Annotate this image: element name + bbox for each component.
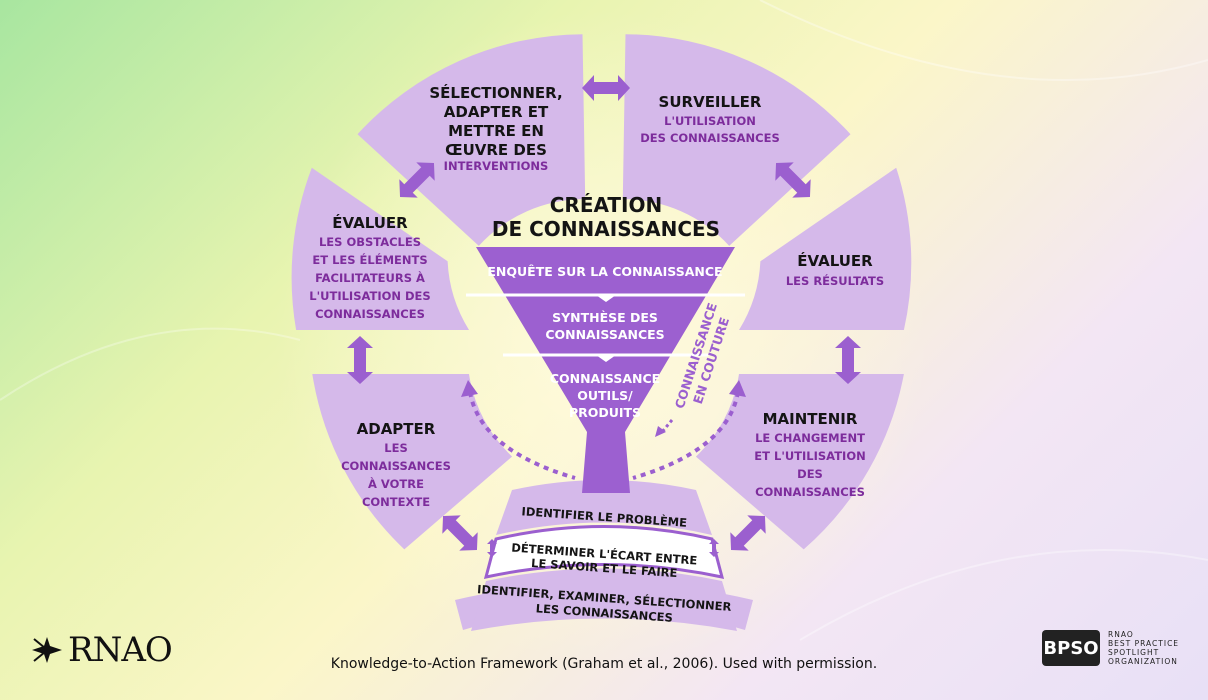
subtext-line: LES bbox=[384, 441, 407, 455]
funnel-level-label: OUTILS/ bbox=[577, 388, 633, 403]
subtext-line: LES RÉSULTATS bbox=[786, 273, 884, 288]
dotted-arc-left bbox=[468, 391, 576, 480]
subtext-line: DES CONNAISSANCES bbox=[640, 131, 779, 145]
funnel-level-label: CONNAISSANCES bbox=[545, 327, 664, 342]
background-swoosh bbox=[0, 327, 301, 401]
subtext-line: L'UTILISATION bbox=[664, 114, 756, 128]
bpso-logo: BPSO RNAO BEST PRACTICE SPOTLIGHT ORGANI… bbox=[1042, 630, 1179, 666]
connector-arrows bbox=[347, 75, 861, 557]
double-arrow-icon bbox=[582, 75, 630, 101]
segment-select-interventions bbox=[357, 34, 586, 246]
double-arrow-icon bbox=[835, 336, 861, 384]
bpso-badge: BPSO bbox=[1042, 630, 1100, 666]
assess-barriers-text: ÉVALUER LES OBSTACLES ET LES ÉLÉMENTS FA… bbox=[309, 213, 430, 321]
heading-line: ÉVALUER bbox=[797, 251, 873, 270]
funnel-chevron bbox=[596, 295, 616, 302]
segment-monitor bbox=[622, 34, 851, 246]
bpso-line: ORGANIZATION bbox=[1108, 657, 1178, 666]
knowledge-creation-title: CRÉATION DE CONNAISSANCES bbox=[492, 193, 720, 241]
tailoring-arrows bbox=[461, 380, 746, 480]
subtext-line: INTERVENTIONS bbox=[444, 159, 549, 173]
dotted-arc-right bbox=[632, 391, 740, 480]
double-arrow-icon bbox=[775, 162, 811, 198]
small-double-arrow-icon bbox=[709, 539, 719, 557]
title-line: DE CONNAISSANCES bbox=[492, 217, 720, 241]
heading-line: ÉVALUER bbox=[332, 213, 408, 232]
small-double-arrow-icon bbox=[487, 539, 497, 557]
segment-sustain bbox=[695, 374, 904, 550]
heading-line: SURVEILLER bbox=[659, 93, 762, 111]
funnel-body bbox=[476, 247, 735, 493]
subtext-line: CONNAISSANCES bbox=[341, 459, 451, 473]
heading-line: METTRE EN bbox=[448, 122, 544, 140]
background-swoosh bbox=[759, 0, 1208, 81]
segment-assess-barriers bbox=[291, 167, 469, 330]
figure-caption: Knowledge-to-Action Framework (Graham et… bbox=[330, 656, 878, 672]
double-arrow-icon bbox=[399, 162, 435, 198]
evaluate-outcomes-text: ÉVALUER LES RÉSULTATS bbox=[786, 251, 884, 288]
funnel-chevron bbox=[596, 355, 616, 362]
bpso-line: SPOTLIGHT bbox=[1108, 648, 1160, 657]
double-arrow-icon bbox=[442, 515, 478, 551]
subtext-line: FACILITATEURS À bbox=[315, 270, 425, 285]
arrow-head-right bbox=[729, 380, 746, 397]
arrow-head-leader bbox=[655, 426, 666, 437]
bottom-band-identify-knowledge bbox=[471, 568, 737, 631]
subtext-line: CONNAISSANCES bbox=[315, 307, 425, 321]
rnao-wordmark: RNAO bbox=[68, 630, 173, 670]
bpso-line: BEST PRACTICE bbox=[1108, 639, 1180, 648]
select-interventions-text: SÉLECTIONNER, ADAPTER ET METTRE EN ŒUVRE… bbox=[429, 83, 562, 173]
subtext-line: DES bbox=[797, 467, 823, 481]
heading-line: SÉLECTIONNER, bbox=[429, 83, 562, 102]
adapt-text: ADAPTER LES CONNAISSANCES À VOTRE CONTEX… bbox=[341, 420, 451, 509]
subtext-line: ET L'UTILISATION bbox=[754, 449, 865, 463]
title-line: CRÉATION bbox=[550, 193, 663, 217]
subtext-line: À VOTRE bbox=[368, 476, 424, 491]
funnel-level-label: PRODUITS bbox=[569, 405, 641, 420]
heading-line: ADAPTER ET bbox=[444, 103, 549, 121]
heading-line: ŒUVRE DES bbox=[445, 141, 547, 159]
bottom-band-gap bbox=[483, 525, 725, 579]
monitor-text: SURVEILLER L'UTILISATION DES CONNAISSANC… bbox=[640, 93, 779, 145]
subtext-line: CONNAISSANCES bbox=[755, 485, 865, 499]
segment-evaluate-outcomes bbox=[739, 167, 912, 330]
funnel-level-label: ENQUÊTE SUR LA CONNAISSANCE bbox=[487, 264, 722, 279]
bpso-line: RNAO bbox=[1108, 630, 1134, 639]
subtext-line: LE CHANGEMENT bbox=[755, 431, 865, 445]
heading-line: ADAPTER bbox=[357, 420, 436, 438]
dotted-leader bbox=[660, 419, 674, 433]
heading-line: MAINTENIR bbox=[763, 410, 858, 428]
funnel-text: ENQUÊTE SUR LA CONNAISSANCE SYNTHÈSE DES… bbox=[487, 264, 722, 420]
subtext-line: LES OBSTACLES bbox=[319, 235, 421, 249]
bottom-stack bbox=[471, 480, 737, 631]
knowledge-funnel bbox=[466, 247, 745, 493]
segment-adapt bbox=[312, 374, 513, 550]
double-arrow-icon bbox=[347, 336, 373, 384]
subtext-line: ET LES ÉLÉMENTS bbox=[312, 252, 427, 267]
subtext-line: CONTEXTE bbox=[362, 495, 430, 509]
background-swoosh bbox=[799, 549, 1208, 641]
subtext-line: L'UTILISATION DES bbox=[309, 289, 430, 303]
arrow-head-left bbox=[461, 380, 478, 397]
sustain-text: MAINTENIR LE CHANGEMENT ET L'UTILISATION… bbox=[754, 410, 865, 499]
double-arrow-icon bbox=[730, 515, 766, 551]
rnao-star-icon bbox=[32, 637, 62, 663]
bpso-text: RNAO BEST PRACTICE SPOTLIGHT ORGANIZATIO… bbox=[1108, 630, 1179, 666]
rnao-logo: RNAO bbox=[30, 630, 173, 670]
funnel-level-label: CONNAISSANCE bbox=[550, 371, 660, 386]
bottom-band-identify-problem bbox=[496, 480, 712, 535]
funnel-level-label: SYNTHÈSE DES bbox=[552, 310, 658, 325]
